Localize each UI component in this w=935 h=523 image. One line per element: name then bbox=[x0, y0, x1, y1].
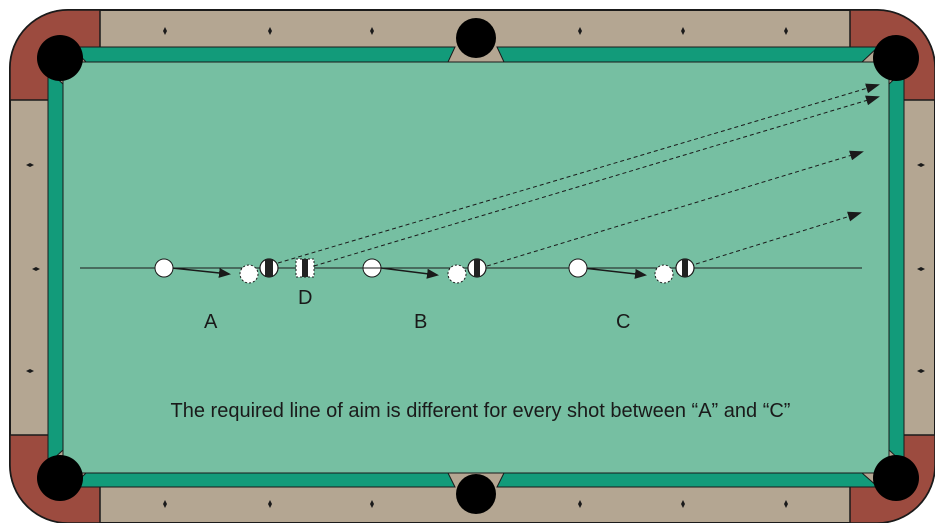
pocket-icon bbox=[873, 35, 919, 81]
diamond-sight-icon bbox=[917, 163, 925, 167]
pockets bbox=[37, 18, 919, 514]
bottom-diamonds bbox=[163, 500, 788, 508]
cue-ball bbox=[568, 258, 588, 278]
object-ball-paths bbox=[277, 83, 880, 267]
cushion-bottom-left bbox=[70, 472, 456, 488]
diamond-sight-icon bbox=[578, 500, 582, 508]
diamond-sight-icon bbox=[370, 500, 374, 508]
diamond-sight-icon bbox=[784, 27, 788, 35]
shot-c bbox=[568, 258, 695, 284]
diamond-sight-icon bbox=[163, 27, 167, 35]
pocket-icon bbox=[873, 455, 919, 501]
diamond-sight-icon bbox=[268, 500, 272, 508]
shot-label-a: A bbox=[204, 311, 218, 333]
object-ball bbox=[675, 258, 695, 278]
diamond-sight-icon bbox=[578, 27, 582, 35]
pocket-icon bbox=[456, 18, 496, 58]
diamond-sight-icon bbox=[917, 267, 925, 271]
diamond-sight-icon bbox=[370, 27, 374, 35]
diamond-sight-icon bbox=[784, 500, 788, 508]
corner-leather-bottom-left bbox=[9, 434, 101, 523]
diamond-sight-icon bbox=[26, 369, 34, 373]
shot-label-c: C bbox=[616, 311, 631, 333]
pocket-icon bbox=[37, 35, 83, 81]
object-ball bbox=[467, 258, 487, 278]
diamond-sight-icon bbox=[681, 500, 685, 508]
diamond-sight-icon bbox=[268, 27, 272, 35]
top-diamonds bbox=[163, 27, 788, 35]
cushion-top-right bbox=[496, 46, 880, 63]
diamond-sight-icon bbox=[163, 500, 167, 508]
cushion-top-left bbox=[70, 46, 456, 63]
cue-arrow-a bbox=[171, 267, 231, 278]
diagram-caption: The required line of aim is different fo… bbox=[170, 400, 791, 422]
path-c bbox=[695, 211, 862, 265]
ghost-ball bbox=[239, 264, 259, 284]
shot-b bbox=[362, 258, 487, 284]
shot-label-b: B bbox=[414, 311, 428, 333]
shot-a bbox=[154, 258, 279, 284]
cue-arrow-b bbox=[380, 267, 439, 279]
diamond-sight-icon bbox=[917, 369, 925, 373]
corner-leather-top-right bbox=[849, 9, 935, 101]
pocket-icon bbox=[456, 474, 496, 514]
path-b bbox=[486, 150, 864, 267]
path-a bbox=[277, 83, 880, 264]
diamond-sight-icon bbox=[26, 163, 34, 167]
ghost-ball bbox=[447, 264, 467, 284]
ghost-ball bbox=[654, 264, 674, 284]
shot-label-d: D bbox=[298, 287, 313, 309]
object-ball bbox=[295, 258, 315, 278]
left-diamonds bbox=[26, 163, 40, 373]
path-d bbox=[313, 95, 880, 267]
cushion-bottom-right bbox=[496, 472, 880, 488]
diamond-sight-icon bbox=[32, 267, 40, 271]
cue-ball bbox=[154, 258, 174, 278]
object-ball bbox=[259, 258, 279, 278]
right-diamonds bbox=[917, 163, 925, 373]
diamond-sight-icon bbox=[681, 27, 685, 35]
shot-d bbox=[295, 258, 315, 278]
corner-leathers bbox=[9, 9, 935, 523]
diamond-sights bbox=[26, 27, 925, 508]
cue-ball-arrows bbox=[171, 267, 647, 279]
cue-arrow-c bbox=[582, 267, 647, 279]
pocket-icon bbox=[37, 455, 83, 501]
